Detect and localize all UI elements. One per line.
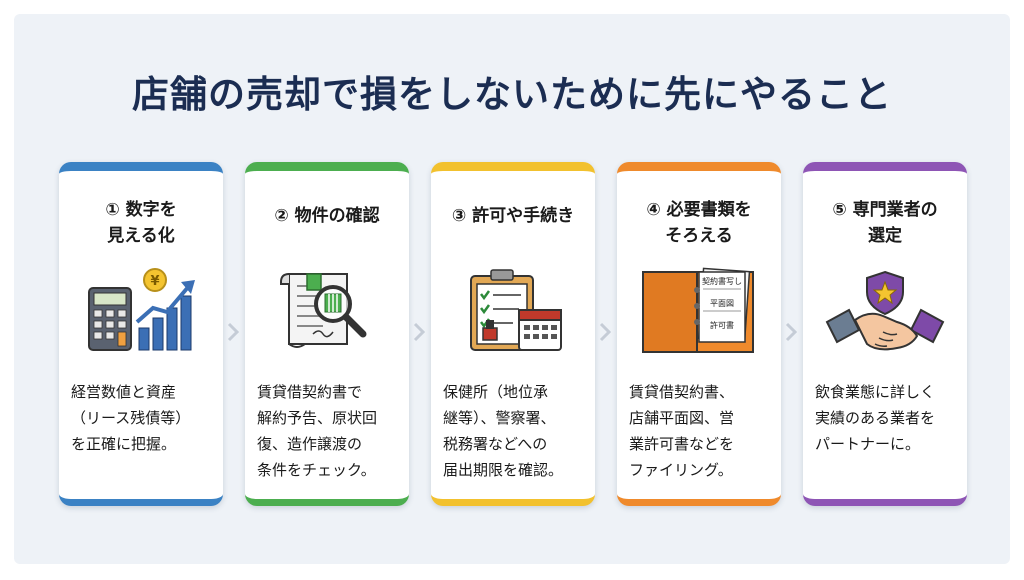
step-card-2: ② 物件の確認 賃貸借契約書で 解約予告、原状回 復、造作譲渡の 条件をチェック… (245, 162, 409, 506)
chevron-right-icon (785, 322, 797, 342)
step-description: 賃貸借契約書で 解約予告、原状回 復、造作譲渡の 条件をチェック。 (257, 383, 378, 479)
chevron-right-icon (227, 322, 239, 342)
calculator-chart-icon: ¥ (88, 268, 195, 351)
doc-label-2: 平面図 (710, 299, 734, 308)
step-title: ④ 必要書類を そろえる (646, 200, 752, 246)
clipboard-calendar-icon (470, 269, 562, 351)
chevron-right-icon (413, 322, 425, 342)
step-description: 飲食業態に詳しく 実績のある業者を パートナーに。 (815, 383, 936, 453)
step-description: 経営数値と資産 （リース残債等） を正確に把握。 (71, 383, 191, 453)
step-title: ② 物件の確認 (274, 206, 380, 226)
yen-symbol: ¥ (150, 274, 159, 289)
handshake-badge-icon (825, 270, 945, 351)
doc-label-3: 許可書 (710, 320, 734, 330)
step-card-3: ③ 許可や手続き 保健所（地位承 継等）、警察署、 税務署などへの 届出期限を確… (431, 162, 595, 506)
step-title: ① 数字を 見える化 (105, 200, 177, 246)
step-card-4: ④ 必要書類を そろえる 契約書写し 平面図 許可書 賃貸借契約書、 店舗平面図… (617, 162, 781, 506)
step-description: 保健所（地位承 継等）、警察署、 税務署などへの 届出期限を確認。 (443, 383, 564, 479)
document-magnifier-icon (280, 273, 367, 348)
step-title: ③ 許可や手続き (451, 206, 575, 226)
step-title: ⑤ 専門業者の 選定 (832, 200, 938, 246)
doc-label-1: 契約書写し (702, 276, 742, 286)
step-description: 賃貸借契約書、 店舗平面図、営 業許可書などを ファイリング。 (629, 383, 735, 479)
chevron-right-icon (599, 322, 611, 342)
page-title: 店舗の売却で損をしないために先にやること (132, 73, 892, 116)
binder-documents-icon: 契約書写し 平面図 許可書 (642, 267, 754, 353)
step-card-1: ① 数字を 見える化 ¥ 経営数値と資産 （リース残債等） を正確に把握。 (59, 162, 223, 506)
step-card-5: ⑤ 専門業者の 選定 飲食業態に詳しく 実績のある業者を パートナーに。 (803, 162, 967, 506)
